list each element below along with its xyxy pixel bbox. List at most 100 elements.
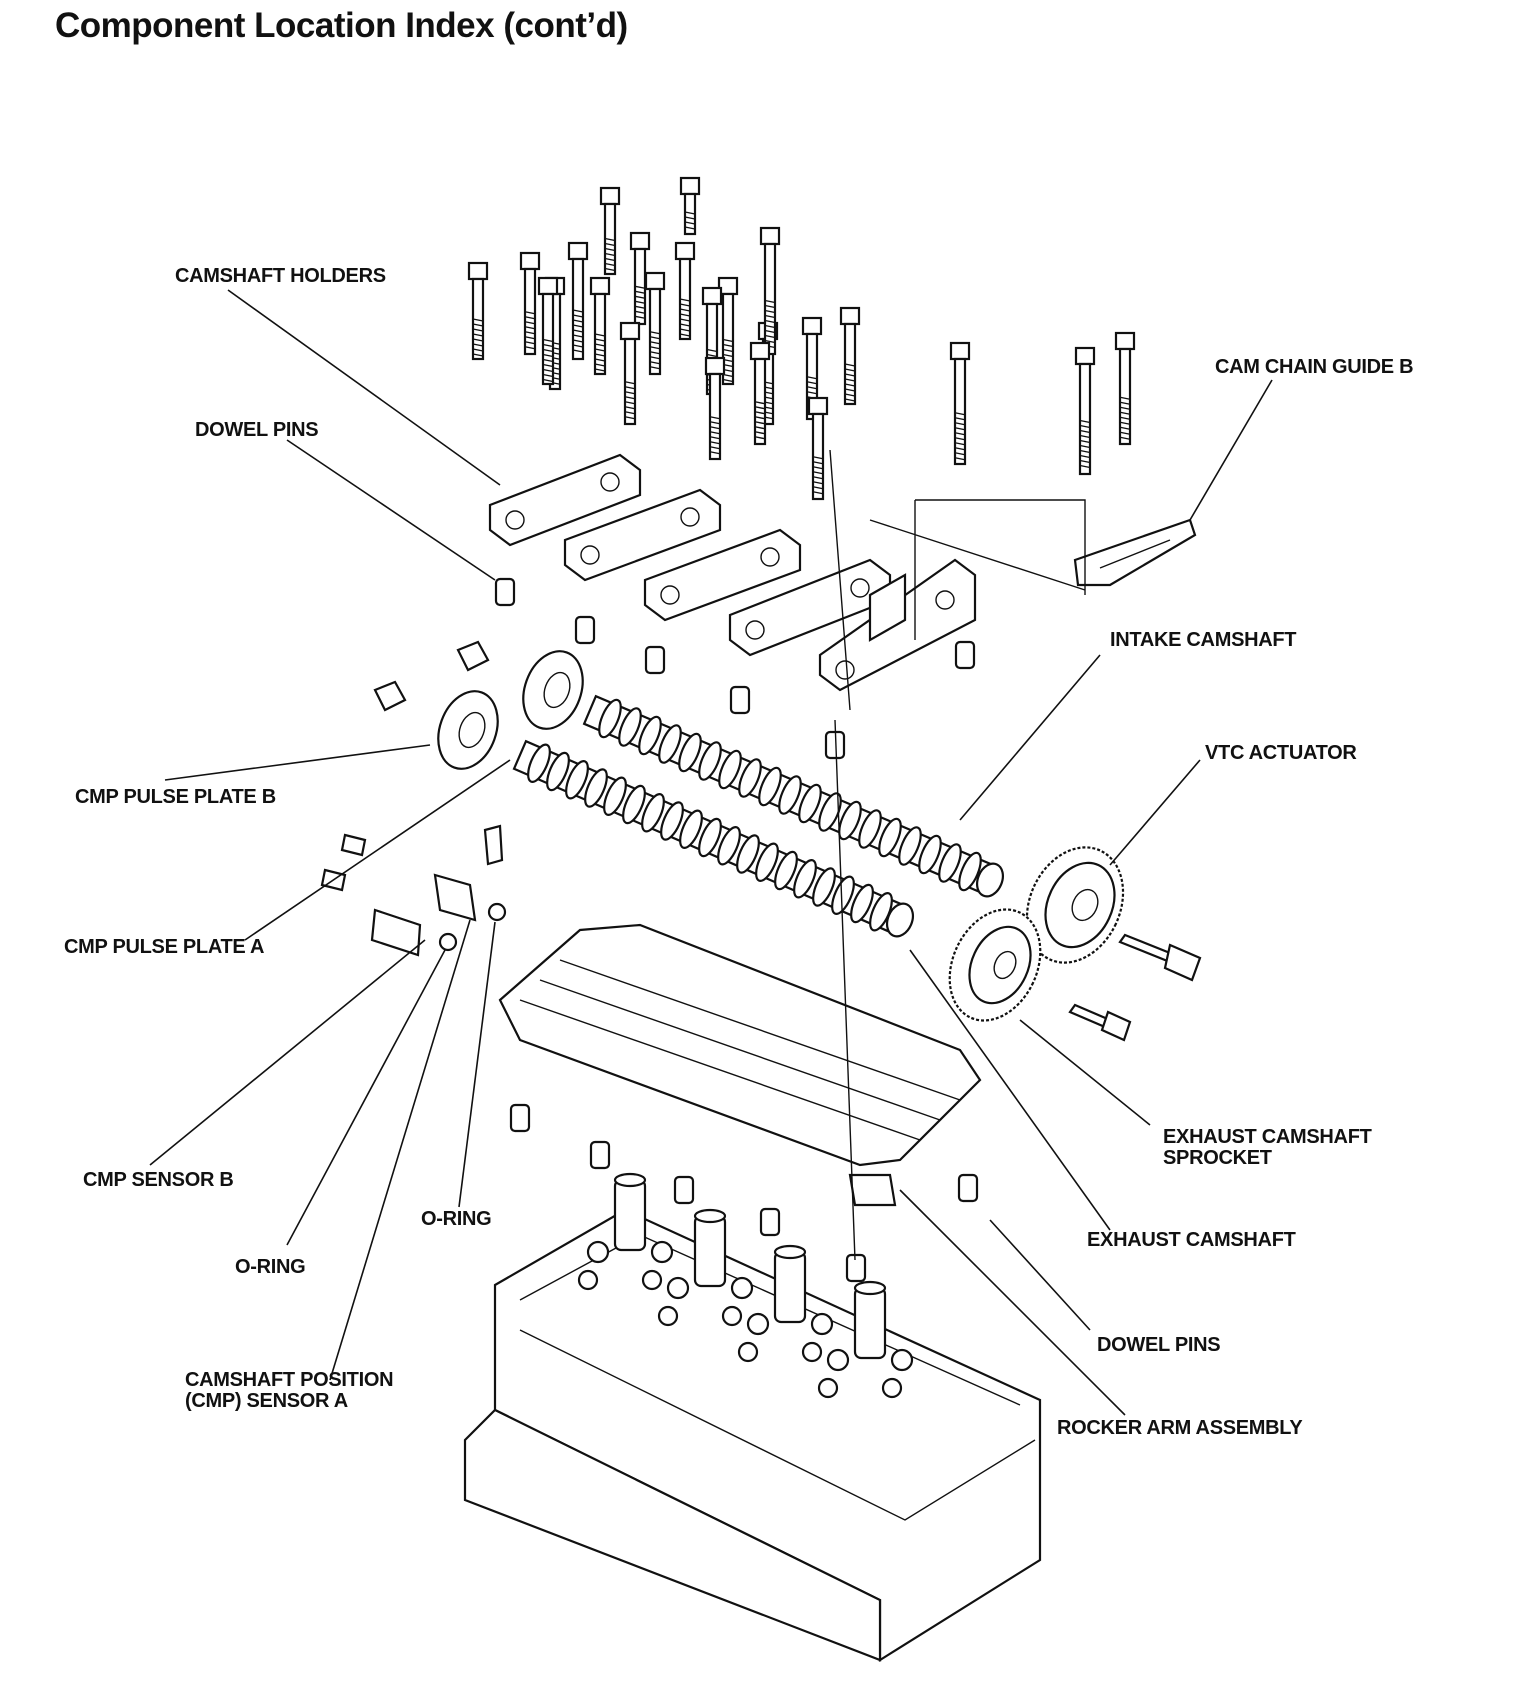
bolt-thread	[764, 299, 776, 304]
bolt	[644, 271, 666, 376]
bolt-thread	[679, 313, 691, 317]
bolt-thread	[649, 341, 661, 345]
bolt-shank	[571, 257, 585, 361]
bolt-thread	[684, 211, 696, 215]
bolt	[704, 356, 726, 461]
bolt	[1074, 346, 1096, 476]
bolt-thread	[542, 353, 554, 358]
bolt-thread	[709, 446, 721, 450]
page-title: Component Location Index (cont’d)	[55, 6, 628, 45]
bolt	[567, 241, 589, 361]
bolt-thread	[954, 437, 966, 441]
camshaft-holder-3	[643, 528, 802, 622]
bolt	[749, 341, 771, 446]
bolt-thread	[1079, 439, 1091, 444]
cam-lobe	[878, 817, 902, 858]
bolt-thread	[709, 426, 721, 430]
bolt-thread	[634, 305, 646, 309]
bolt-thread	[542, 348, 554, 353]
valve-train	[577, 1172, 914, 1399]
valve-spring	[817, 1377, 839, 1399]
spark-plug-tube	[853, 1286, 887, 1360]
bolt-thread	[624, 401, 636, 405]
bolt-thread	[572, 329, 584, 333]
bolt-head	[467, 261, 489, 281]
label-camshaft-position-sensor-a: CAMSHAFT POSITION (CMP) SENSOR A	[185, 1370, 394, 1412]
spark-plug-tube-top	[773, 1244, 807, 1260]
bolt-thread	[679, 328, 691, 332]
bolt-thread	[709, 436, 721, 440]
spark-plug-tube-top	[853, 1280, 887, 1296]
cam-lobe	[678, 732, 702, 773]
bolt-thread	[954, 447, 966, 451]
label-dowel-pins-bottom: DOWEL PINS	[1097, 1334, 1221, 1356]
cam-lobe	[736, 834, 760, 874]
intake-camshaft-part	[582, 694, 1004, 898]
bolt-thread	[624, 391, 636, 395]
bolt-thread	[806, 376, 818, 380]
cam-lobe	[717, 826, 741, 866]
bolt	[519, 251, 541, 356]
bolt-shank	[753, 357, 767, 446]
camshafts	[512, 694, 1004, 938]
dowel-pin	[509, 1103, 531, 1133]
bolt-thread	[679, 308, 691, 312]
bolt-thread	[764, 319, 776, 324]
bolt-thread	[1079, 429, 1091, 434]
bolt-thread	[594, 333, 606, 337]
bolt-head	[701, 286, 723, 306]
bolt-shank	[953, 357, 967, 466]
valve-spring	[810, 1312, 834, 1336]
bolt-thread	[542, 343, 554, 348]
cam-lobe	[918, 834, 942, 875]
valve-spring	[577, 1269, 599, 1291]
label-cmp-pulse-plate-a: CMP PULSE PLATE A	[64, 936, 265, 958]
bolt-thread	[679, 333, 691, 337]
bolt-thread	[472, 333, 484, 337]
bolt-thread	[954, 427, 966, 431]
bolt	[619, 321, 641, 426]
valve-spring	[890, 1348, 914, 1372]
cam-chain-guide-b	[1073, 518, 1197, 587]
bolt-thread	[572, 349, 584, 353]
bolt-thread	[634, 285, 646, 289]
camshaft-holder-2	[563, 488, 722, 582]
bolt-head	[1114, 331, 1136, 351]
bolt-thread	[624, 411, 636, 415]
bolt-thread	[754, 436, 766, 440]
bolt-shank	[1078, 362, 1092, 476]
bolt	[467, 261, 489, 361]
cam-lobe	[718, 749, 742, 790]
bolt-thread	[542, 358, 554, 363]
bolt-thread	[1079, 434, 1091, 439]
valve-spring	[826, 1348, 850, 1372]
bolt-head	[679, 176, 701, 196]
bolt-thread	[1119, 396, 1131, 400]
bolt-thread	[709, 441, 721, 445]
bolt-thread	[472, 338, 484, 342]
bolt-thread	[812, 486, 824, 490]
bolt-thread	[1079, 459, 1091, 464]
bolt-thread	[722, 378, 734, 383]
label-vtc-actuator: VTC ACTUATOR	[1205, 742, 1357, 764]
bolt-head	[567, 241, 589, 261]
bolt-thread	[806, 381, 818, 385]
bolt	[701, 286, 723, 396]
bolt-shank	[721, 292, 735, 386]
bolt-shank	[708, 372, 722, 461]
bolt-thread	[594, 353, 606, 357]
bolt-thread	[572, 314, 584, 318]
valve-spring	[657, 1305, 679, 1327]
exhaust-camshaft-part	[512, 739, 915, 938]
bolt-thread	[572, 319, 584, 323]
bolt-thread	[594, 348, 606, 352]
exhaust-camshaft-sprocket-part	[948, 908, 1042, 1022]
bolt-thread	[1119, 421, 1131, 425]
bolt-thread	[524, 321, 536, 325]
bolt-thread	[954, 452, 966, 456]
bolt-thread	[1119, 436, 1131, 440]
bolt-thread	[572, 334, 584, 338]
bolt-head	[519, 251, 541, 271]
camshaft-holder-1	[488, 453, 642, 547]
bolt-thread	[806, 386, 818, 390]
